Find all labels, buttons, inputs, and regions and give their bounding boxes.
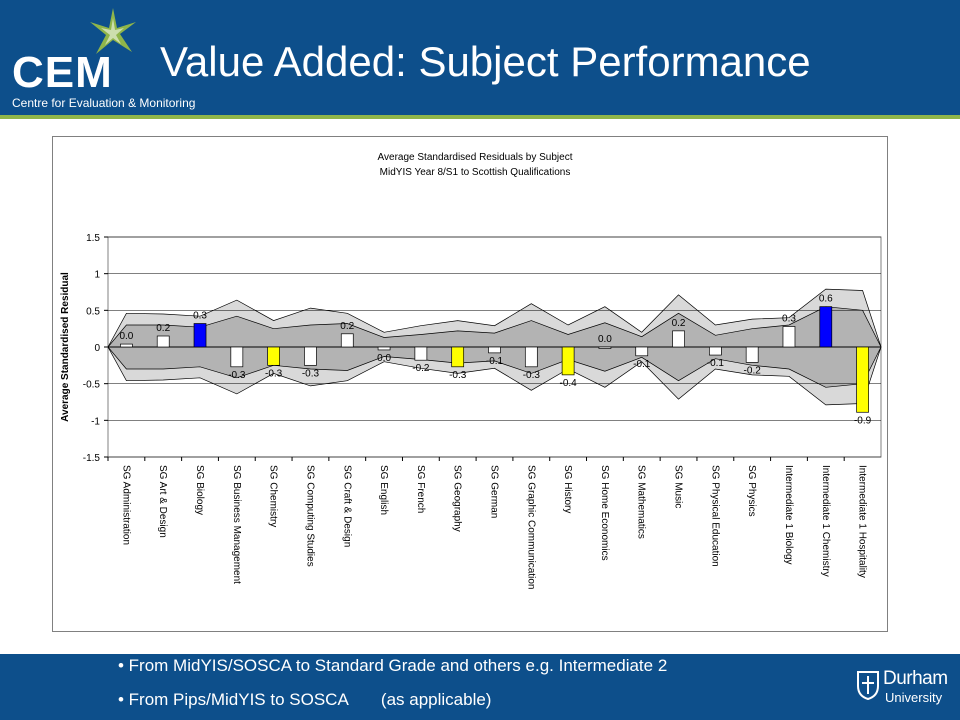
value-label: -0.2: [412, 363, 430, 374]
value-labels: 0.0 0.2 0.3 -0.3 -0.3 -0.3 0.2 0.0 -0.2 -0.3 -0.1 -…: [119, 294, 871, 427]
value-label: 0.0: [119, 331, 133, 342]
bar: [819, 306, 833, 348]
bar: [709, 346, 722, 356]
value-label: -0.3: [302, 368, 320, 379]
durham-university: University: [885, 690, 943, 705]
value-label: -0.3: [449, 370, 467, 381]
value-label: -0.2: [744, 365, 762, 376]
chart-title: Average Standardised Residuals by Subjec…: [378, 152, 573, 163]
footer-bullet-1: • From MidYIS/SOSCA to Standard Grade an…: [118, 656, 668, 675]
x-tick-label: SG Art & Design: [157, 465, 168, 538]
x-tick-label: SG History: [562, 465, 573, 513]
x-tick-label: SG Music: [673, 465, 684, 508]
y-tick-label: 0.5: [86, 306, 100, 317]
header-bar: [0, 0, 960, 115]
x-tick-label: SG Administration: [120, 465, 131, 545]
durham-name: Durham: [883, 668, 948, 689]
x-tick-label: SG German: [489, 465, 500, 518]
bar: [635, 346, 649, 357]
x-tick-label: SG Chemistry: [268, 465, 279, 527]
bar: [414, 346, 428, 361]
bar: [156, 335, 170, 348]
x-ticks: SG Administration SG Art & Design SG Biolo…: [107, 457, 868, 590]
residuals-chart: 0.0 0.2 0.3 -0.3 -0.3 -0.3 0.2 0.0 -0.2 -0.3 -0.1 -…: [60, 152, 882, 590]
footer-bar: [0, 654, 960, 720]
bar: [304, 346, 317, 366]
x-tick-label: SG Physics: [746, 465, 757, 517]
y-tick-label: -1: [91, 416, 100, 427]
bar: [745, 346, 759, 363]
value-label: 0.6: [819, 294, 833, 305]
x-tick-label: SG Graphic Communication: [525, 465, 536, 590]
y-tick-label: -0.5: [83, 380, 101, 391]
bar: [488, 346, 501, 354]
page-title: Value Added: Subject Performance: [160, 38, 811, 85]
x-tick-label: Intermediate 1 Chemistry: [820, 465, 831, 577]
y-axis-label: Average Standardised Residual: [60, 272, 71, 422]
x-tick-label: SG French: [415, 465, 426, 513]
value-label: -0.1: [707, 358, 725, 369]
value-label: 0.3: [193, 311, 207, 322]
value-label: -0.3: [523, 370, 541, 381]
bar: [193, 323, 207, 348]
logo-subtitle: Centre for Evaluation & Monitoring: [12, 96, 196, 110]
y-ticks: -1.5 -1 -0.5 0 0.5 1 1.5: [83, 233, 108, 464]
bar: [782, 326, 796, 348]
bar: [230, 346, 244, 368]
x-tick-label: Intermediate 1 Biology: [783, 465, 794, 565]
chart-subtitle: MidYIS Year 8/S1 to Scottish Qualificati…: [380, 167, 571, 178]
x-tick-label: SG English: [378, 465, 389, 515]
bar: [267, 346, 280, 366]
value-label: -0.1: [633, 359, 651, 370]
value-label: 0.2: [340, 321, 354, 332]
bar: [672, 330, 685, 348]
bar: [561, 346, 575, 376]
x-tick-label: SG Biology: [194, 465, 205, 515]
bar: [340, 333, 354, 348]
x-tick-label: Intermediate 1 Hospitality: [857, 465, 868, 578]
y-tick-label: 1.5: [86, 233, 100, 244]
logo-text: CEM: [12, 48, 113, 97]
x-tick-label: SG Business Management: [231, 465, 242, 584]
value-label: 0.0: [377, 353, 391, 364]
durham-logo: Durham University: [856, 664, 956, 714]
footer-bullet-2: • From Pips/MidYIS to SOSCA (as applicab…: [118, 690, 492, 709]
value-label: -0.3: [265, 368, 283, 379]
x-tick-label: SG Craft & Design: [341, 465, 352, 547]
bar: [451, 346, 465, 368]
bars: [120, 306, 869, 413]
value-label: 0.2: [672, 318, 686, 329]
x-tick-label: SG Computing Studies: [305, 465, 316, 567]
value-label: -0.4: [560, 378, 578, 389]
bar: [598, 346, 612, 349]
value-label: 0.3: [782, 313, 796, 324]
cem-logo: CEM Centre for Evaluation & Monitoring: [10, 8, 210, 110]
value-label: -0.9: [854, 415, 872, 426]
y-tick-label: -1.5: [83, 453, 101, 464]
value-label: -0.3: [228, 370, 246, 381]
chart-frame: 0.0 0.2 0.3 -0.3 -0.3 -0.3 0.2 0.0 -0.2 -0.3 -0.1 -…: [52, 136, 888, 632]
value-label: 0.0: [598, 334, 612, 345]
y-tick-label: 0: [94, 343, 100, 354]
y-tick-label: 1: [94, 270, 100, 281]
bar: [120, 343, 133, 348]
value-label: 0.2: [156, 323, 170, 334]
x-tick-label: SG Geography: [452, 465, 463, 532]
shield-icon: [857, 671, 879, 700]
value-label: -0.1: [486, 356, 504, 367]
header-stripe: [0, 115, 960, 119]
x-tick-label: SG Mathematics: [636, 465, 647, 539]
x-tick-label: SG Home Economics: [599, 465, 610, 561]
bar: [856, 346, 869, 413]
bar: [524, 346, 538, 368]
bar: [377, 346, 391, 351]
star-icon: [90, 8, 136, 54]
x-tick-label: SG Physical Education: [709, 465, 720, 567]
